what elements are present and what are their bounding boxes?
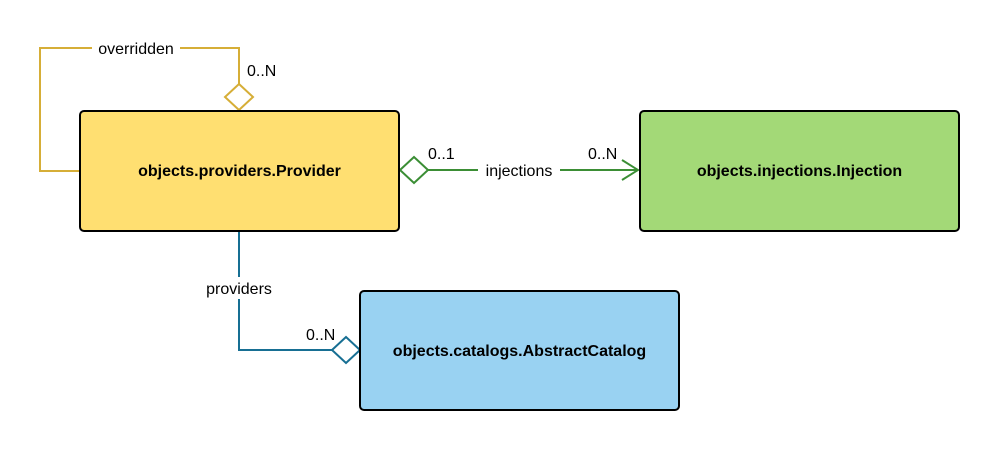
injections-aggregation-diamond <box>398 155 430 185</box>
overridden-aggregation-diamond <box>223 82 255 112</box>
catalog-class-box <box>359 290 680 411</box>
providers-line <box>238 232 332 351</box>
injection-class-box <box>639 110 960 232</box>
provider-class-box <box>79 110 400 232</box>
catalog-class-label: objects.catalogs.AbstractCatalog <box>393 343 646 360</box>
injections-target-multiplicity: 0..N <box>588 146 617 163</box>
providers-aggregation-diamond <box>330 335 362 365</box>
injections-label: injections <box>486 163 553 180</box>
overridden-multiplicity: 0..N <box>247 63 276 80</box>
providers-multiplicity: 0..N <box>306 327 335 344</box>
overridden-association: overridden 0..N <box>39 38 276 172</box>
overridden-label-bg <box>92 38 180 58</box>
injections-association: injections 0..1 0..N <box>398 146 640 185</box>
injection-class-node: objects.injections.Injection <box>639 110 960 232</box>
injections-label-bg <box>478 160 560 180</box>
provider-class-label: objects.providers.Provider <box>138 163 341 180</box>
provider-class-node: objects.providers.Provider <box>79 110 400 232</box>
providers-association: providers 0..N <box>198 232 362 365</box>
overridden-label: overridden <box>98 41 174 58</box>
catalog-class-node: objects.catalogs.AbstractCatalog <box>359 290 680 411</box>
providers-label: providers <box>206 281 272 298</box>
injection-class-label: objects.injections.Injection <box>697 163 902 180</box>
injections-arrowhead <box>621 159 640 181</box>
overridden-line <box>39 47 240 172</box>
injections-source-multiplicity: 0..1 <box>428 146 455 163</box>
providers-label-bg <box>198 277 280 299</box>
